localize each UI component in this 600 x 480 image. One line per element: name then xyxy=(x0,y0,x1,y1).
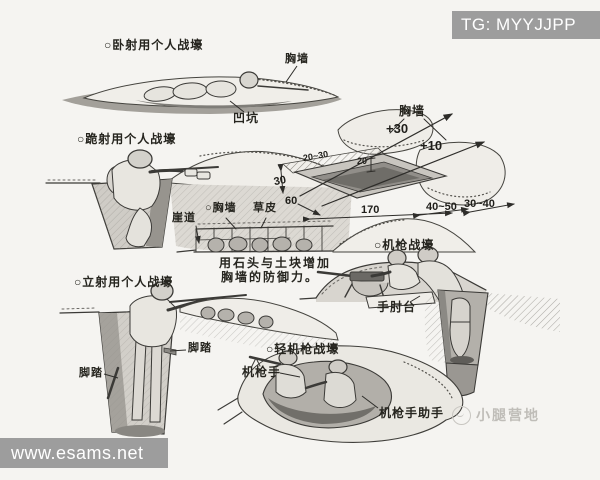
sod-label: 草皮 xyxy=(253,202,277,214)
kneeling-trench-title: ○跪射用个人战壕 xyxy=(77,132,177,146)
dimension-diagram-sketch xyxy=(277,109,515,223)
telegram-watermark-text: TG: MYYJJPP xyxy=(461,15,577,34)
elbow-rest-label: 手肘台 xyxy=(377,300,417,314)
label-leader-lines xyxy=(103,65,421,409)
prone-trench-sketch xyxy=(62,71,342,114)
dim-170: 170 xyxy=(361,204,380,216)
cliff-path-label: 崖道 xyxy=(172,212,196,224)
assistant-gunner-label: 机枪手助手 xyxy=(379,406,445,420)
dim-60: 60 xyxy=(285,195,298,207)
standing-trench-title: ○立射用个人战壕 xyxy=(74,275,174,289)
lmg-trench-sketch xyxy=(217,345,464,443)
standing-trench-sketch xyxy=(59,281,339,437)
dim-plus10: +10 xyxy=(420,138,443,153)
gunner-label: 机枪手 xyxy=(242,365,282,379)
dim-40-50: 40~50 xyxy=(426,201,457,213)
footstep-label-left: 脚踏 xyxy=(79,367,103,379)
section-parapet-title: ○胸墙 xyxy=(205,202,237,214)
prone-pit-label: 凹坑 xyxy=(233,111,260,125)
kneeling-trench-sketch xyxy=(45,149,353,253)
dim-20: 20 xyxy=(357,156,368,166)
dim-30-40: 30~40 xyxy=(464,198,495,210)
parapet-section-sketch xyxy=(176,217,477,253)
stone-caption-line2: 胸墙的防御力。 xyxy=(221,270,320,284)
lmg-trench-title: ○轻机枪战壕 xyxy=(266,342,340,356)
prone-parapet-label: 胸墙 xyxy=(285,53,309,65)
camp-logo-icon xyxy=(452,405,471,425)
dim-plus30: +30 xyxy=(386,121,409,136)
dim-parapet-label: 胸墙 xyxy=(399,104,426,118)
prone-trench-title: ○卧射用个人战壕 xyxy=(104,38,204,52)
camp-watermark: 小腿营地 xyxy=(452,405,540,425)
website-watermark-bar: www.esams.net xyxy=(0,438,168,468)
stone-caption-line1: 用石头与土块增加 xyxy=(219,256,332,270)
camp-watermark-text: 小腿营地 xyxy=(476,407,540,423)
mg-trench-title: ○机枪战壕 xyxy=(374,238,435,252)
telegram-watermark-bar: TG: MYYJJPP xyxy=(452,11,600,39)
mg-trench-sketch xyxy=(299,246,560,397)
footstep-label-right: 脚踏 xyxy=(188,342,212,354)
website-watermark-text: www.esams.net xyxy=(11,442,144,463)
